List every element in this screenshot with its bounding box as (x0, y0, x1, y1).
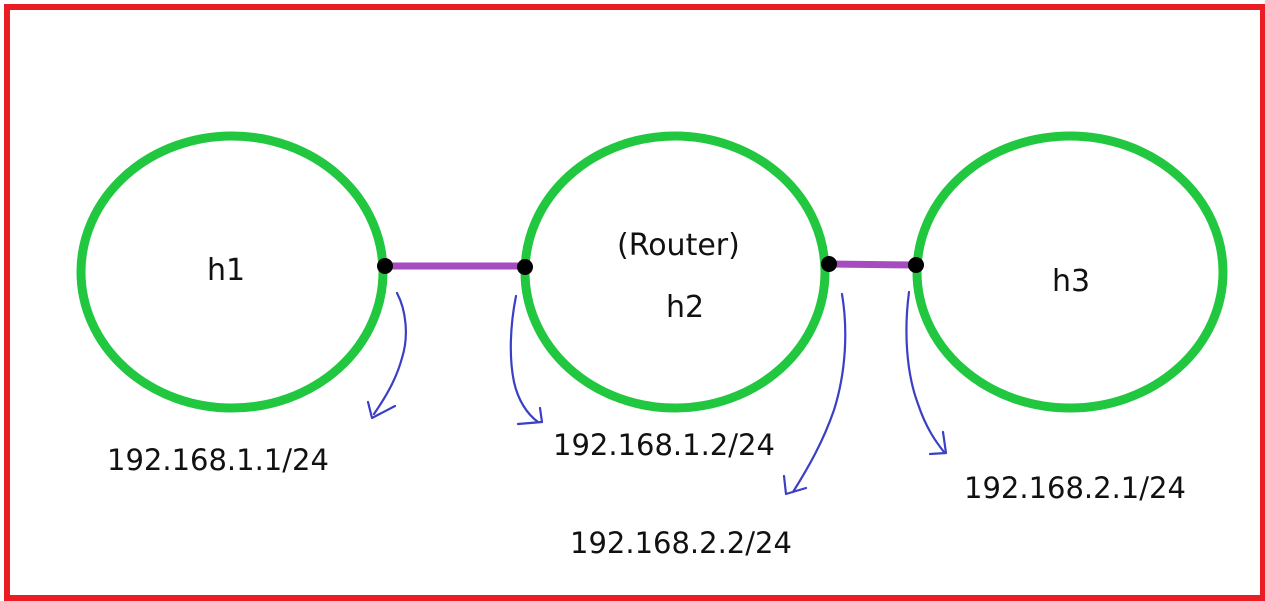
host-h2-label: h2 (666, 290, 705, 325)
arrow-h3-interface (905, 290, 948, 456)
host-h1-label: h1 (207, 253, 246, 288)
ip-h3-interface: 192.168.2.1/24 (964, 471, 1186, 505)
port-h1 (377, 258, 393, 274)
host-h3-label: h3 (1052, 264, 1091, 299)
arrow-h2-left-interface (509, 294, 544, 426)
link-h2-h3 (828, 260, 917, 269)
port-h2-right (821, 256, 837, 272)
port-h3 (908, 257, 924, 273)
diagram-border (4, 4, 1265, 601)
ip-h2-right-interface: 192.168.2.2/24 (570, 526, 792, 560)
host-h2-circle (520, 131, 830, 413)
ip-h2-left-interface: 192.168.1.2/24 (553, 428, 775, 462)
arrow-h1-interface (366, 291, 407, 420)
port-h2-left (517, 259, 533, 275)
arrow-h2-right-interface (782, 292, 847, 496)
ip-h1-interface: 192.168.1.1/24 (107, 443, 329, 477)
host-h2-role-label: (Router) (617, 228, 740, 263)
